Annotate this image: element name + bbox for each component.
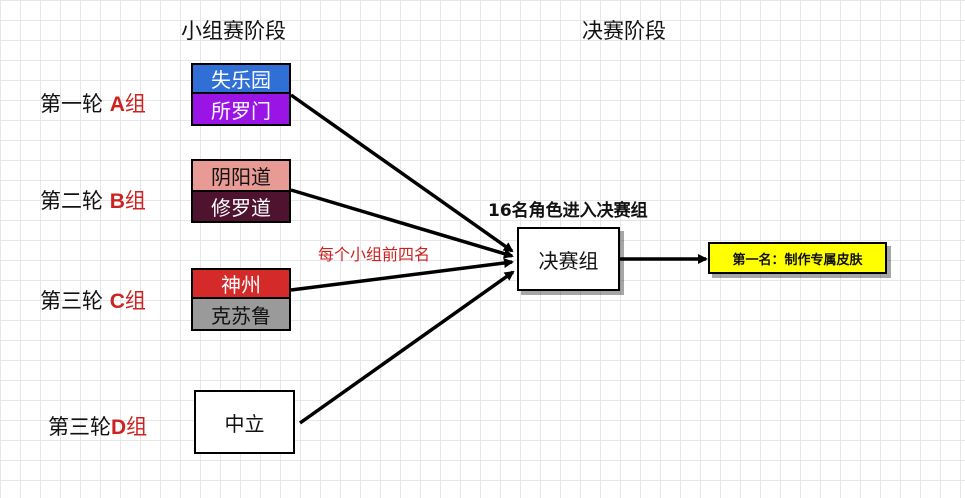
faction-box-shenzhou: 神州 <box>191 268 291 299</box>
faction-box-xiuluodao: 修罗道 <box>191 190 291 223</box>
group-suffix: 组 <box>124 93 146 116</box>
round-prefix: 第一轮 <box>40 92 110 116</box>
faction-box-shileyuan: 失乐园 <box>191 63 291 94</box>
round-prefix: 第二轮 <box>40 189 110 213</box>
faction-box-suoluomen: 所罗门 <box>191 92 291 126</box>
round-label-a: 第一轮 A组 <box>40 88 146 118</box>
group-suffix: 组 <box>124 290 146 313</box>
final-stage-heading: 决赛阶段 <box>582 19 666 43</box>
group-stage-heading: 小组赛阶段 <box>181 19 286 43</box>
winner-prize-box: 第一名：制作专属皮肤 <box>708 242 887 274</box>
round-prefix: 第三轮 <box>48 415 111 439</box>
round-label-b: 第二轮 B组 <box>40 185 146 215</box>
faction-box-yinyangdao: 阴阳道 <box>191 159 291 192</box>
final-group-box: 决赛组 <box>517 227 620 291</box>
faction-box-zhongli: 中立 <box>194 390 295 454</box>
group-letter: B <box>109 190 125 213</box>
group-letter: C <box>109 290 125 313</box>
group-suffix: 组 <box>124 190 146 213</box>
round-label-c: 第三轮 C组 <box>40 285 146 315</box>
arrow-c-to-final <box>290 258 514 292</box>
enter-final-note: 16名角色进入决赛组 <box>488 201 648 221</box>
group-suffix: 组 <box>126 416 148 439</box>
arrow-b-to-final <box>290 188 514 259</box>
arrow-a-to-final <box>289 93 514 253</box>
round-label-d: 第三轮D组 <box>48 411 147 441</box>
arrow-d-to-final <box>298 270 515 425</box>
group-letter: A <box>109 93 125 116</box>
top-four-note: 每个小组前四名 <box>318 245 431 264</box>
group-letter: D <box>111 416 127 439</box>
faction-box-kesulu: 克苏鲁 <box>191 297 291 331</box>
round-prefix: 第三轮 <box>40 289 110 313</box>
